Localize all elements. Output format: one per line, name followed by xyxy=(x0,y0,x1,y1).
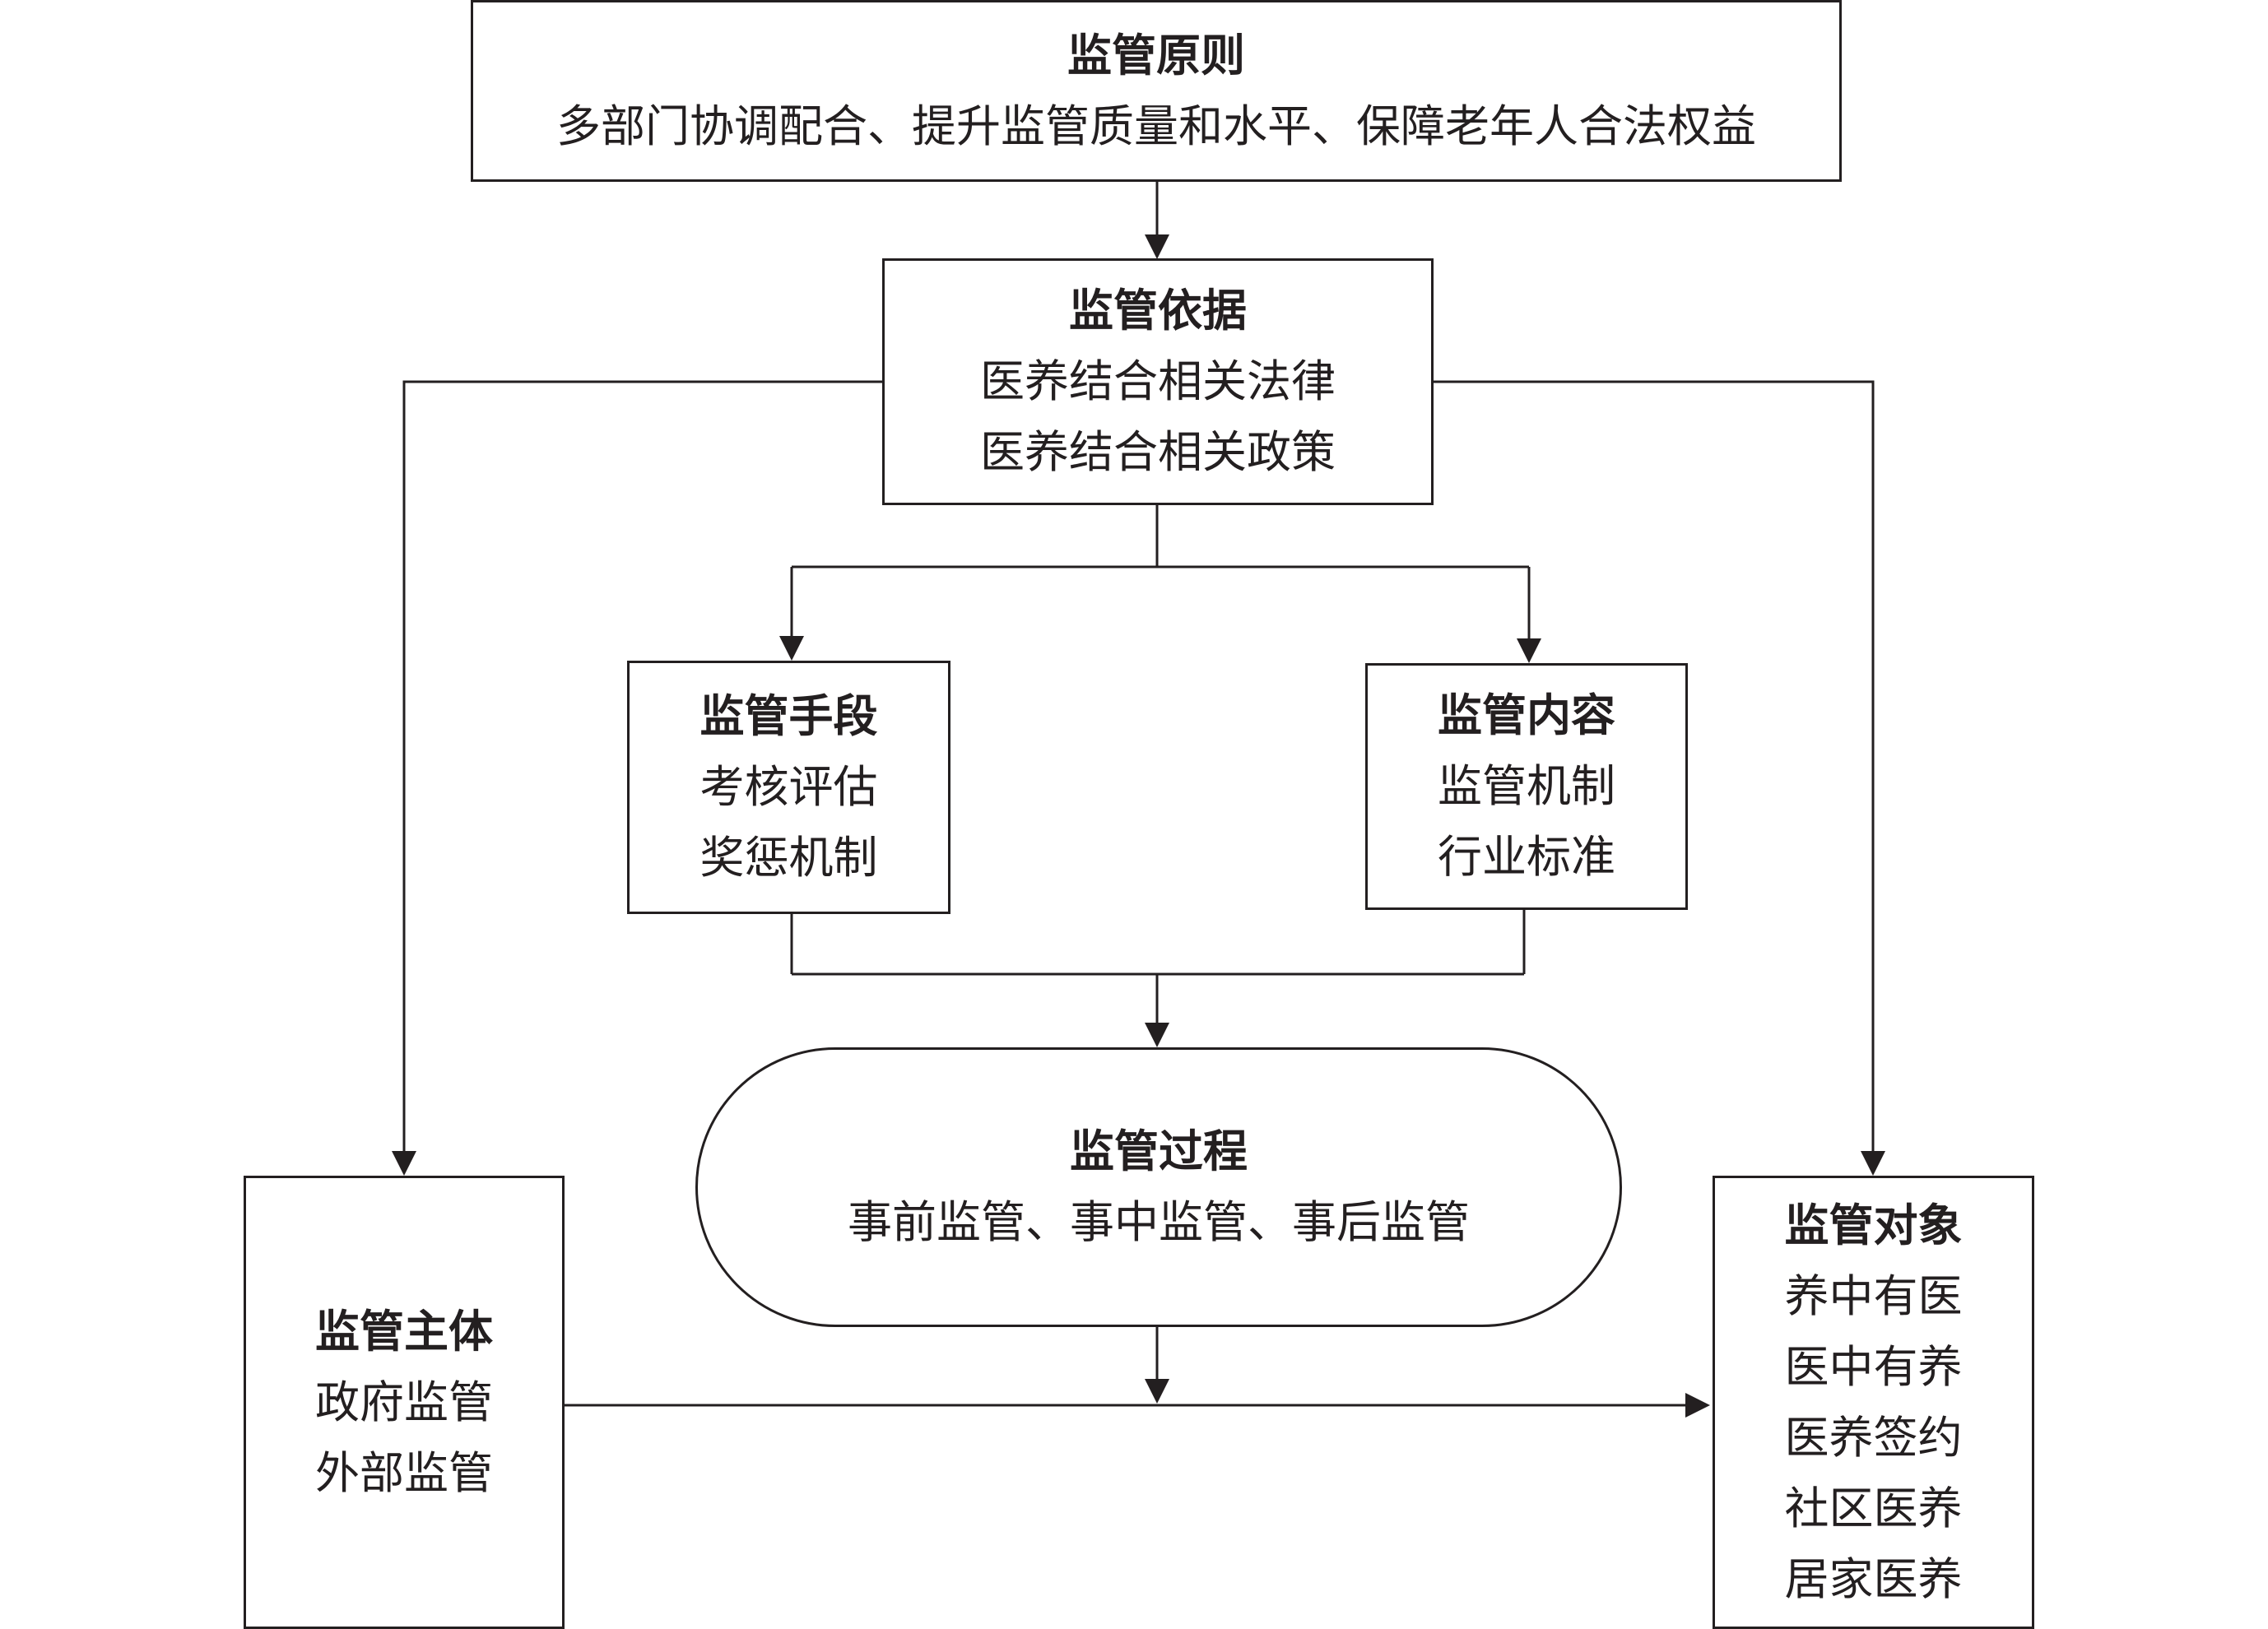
object-line-3: 医养签约 xyxy=(1784,1411,1963,1464)
object-box: 监管对象 养中有医 医中有养 医养签约 社区医养 居家医养 xyxy=(1713,1176,2034,1629)
basis-box: 监管依据 医养结合相关法律 医养结合相关政策 xyxy=(882,258,1434,505)
edge-basis-to-subject xyxy=(392,380,882,1176)
content-line-1: 监管机制 xyxy=(1438,760,1615,812)
content-box: 监管内容 监管机制 行业标准 xyxy=(1365,663,1688,910)
process-title: 监管过程 xyxy=(1070,1125,1248,1177)
means-box: 监管手段 考核评估 奖惩机制 xyxy=(627,661,950,914)
subject-line-2: 外部监管 xyxy=(315,1446,493,1499)
subject-box: 监管主体 政府监管 外部监管 xyxy=(244,1176,565,1629)
process-line: 事前监管、事中监管、事后监管 xyxy=(848,1196,1470,1248)
means-title: 监管手段 xyxy=(699,690,878,742)
means-line-2: 奖惩机制 xyxy=(699,832,878,884)
principle-title: 监管原则 xyxy=(1067,29,1245,81)
basis-title: 监管依据 xyxy=(1069,285,1247,336)
means-line-1: 考核评估 xyxy=(699,761,878,813)
subject-line-1: 政府监管 xyxy=(315,1376,493,1428)
subject-title: 监管主体 xyxy=(315,1305,493,1358)
principle-line: 多部门协调配合、提升监管质量和水平、保障老年人合法权益 xyxy=(556,100,1756,152)
basis-line-1: 医养结合相关法律 xyxy=(980,355,1336,407)
process-box: 监管过程 事前监管、事中监管、事后监管 xyxy=(695,1047,1622,1327)
basis-line-2: 医养结合相关政策 xyxy=(980,426,1336,478)
content-title: 监管内容 xyxy=(1438,689,1615,741)
object-line-5: 居家医养 xyxy=(1784,1552,1963,1605)
object-line-2: 医中有养 xyxy=(1784,1340,1963,1393)
object-title: 监管对象 xyxy=(1784,1199,1963,1251)
content-line-2: 行业标准 xyxy=(1438,831,1615,883)
object-line-1: 养中有医 xyxy=(1784,1269,1963,1322)
object-line-4: 社区医养 xyxy=(1784,1482,1963,1534)
edge-basis-to-object xyxy=(1434,380,1885,1176)
principle-box: 监管原则 多部门协调配合、提升监管质量和水平、保障老年人合法权益 xyxy=(471,0,1842,182)
